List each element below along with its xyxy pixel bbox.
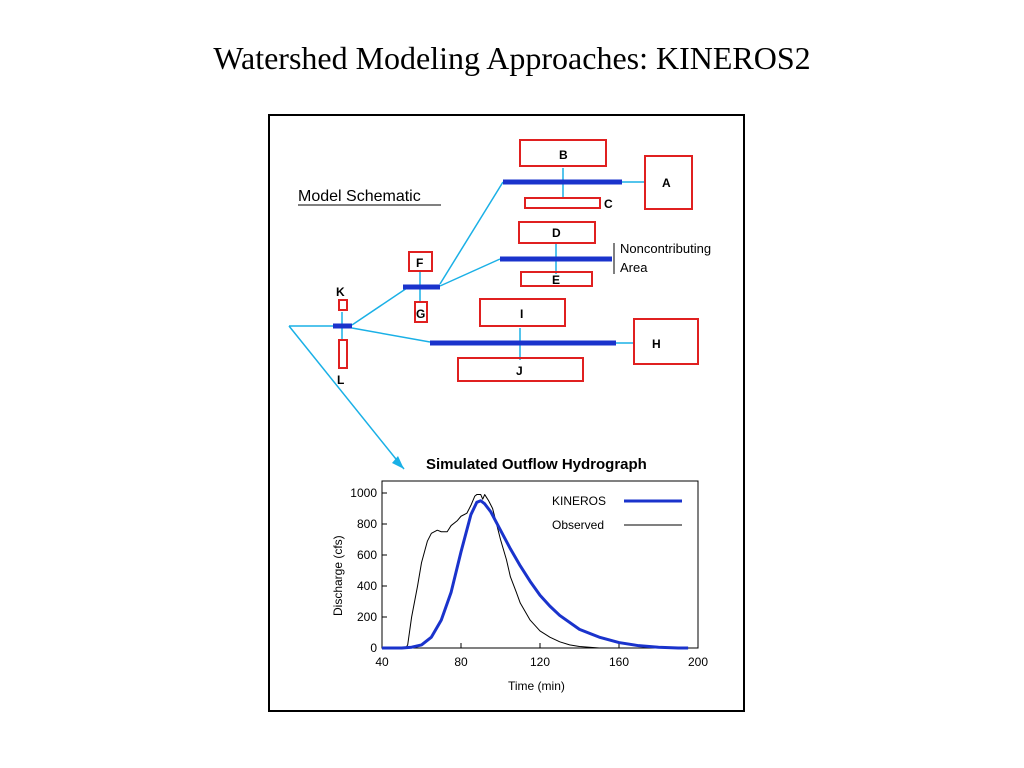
legend-label-observed: Observed xyxy=(552,518,604,532)
series-line-observed xyxy=(382,494,698,649)
plane-label-D: D xyxy=(552,226,561,240)
y-tick-label-0: 0 xyxy=(370,641,377,655)
plane-F xyxy=(408,251,433,272)
x-tick-label-2: 120 xyxy=(530,655,550,669)
figure-frame: Model Schematic xyxy=(268,114,745,712)
x-tick-label-0: 40 xyxy=(375,655,389,669)
plane-D xyxy=(518,221,596,244)
x-tick-label-3: 160 xyxy=(609,655,629,669)
plane-label-C: C xyxy=(604,197,613,211)
plane-J xyxy=(457,357,584,382)
hydrograph-chart: Simulated Outflow Hydrograph 40 80 120 160 2… xyxy=(331,456,708,693)
arrowhead-to-hydrograph xyxy=(392,456,404,469)
noncontributing-label-line2: Area xyxy=(620,260,648,275)
y-tick-label-4: 800 xyxy=(357,517,377,531)
plane-label-G: G xyxy=(416,307,425,321)
plane-label-K: K xyxy=(336,285,345,299)
y-tick-label-2: 400 xyxy=(357,579,377,593)
plane-label-F: F xyxy=(416,256,423,270)
plot-area xyxy=(381,480,699,649)
plane-G xyxy=(414,301,428,323)
chart-title: Simulated Outflow Hydrograph xyxy=(426,456,647,473)
channels xyxy=(333,179,622,346)
plane-label-B: B xyxy=(559,148,568,162)
plane-B xyxy=(519,139,607,167)
connector-K-to-H xyxy=(351,327,431,343)
plane-label-A: A xyxy=(662,176,671,190)
connector-F-to-B xyxy=(439,181,504,285)
connector-K-to-F xyxy=(351,285,411,326)
y-tick-label-5: 1000 xyxy=(350,486,377,500)
planes xyxy=(338,139,699,382)
x-axis-label: Time (min) xyxy=(508,679,565,693)
plane-C xyxy=(524,197,601,209)
plane-label-E: E xyxy=(552,273,560,287)
plane-K xyxy=(338,299,348,311)
slide-title: Watershed Modeling Approaches: KINEROS2 xyxy=(213,40,811,76)
connector-F-to-D xyxy=(439,258,501,287)
plane-L xyxy=(338,339,348,369)
plane-I xyxy=(479,298,566,327)
x-tick-label-1: 80 xyxy=(454,655,468,669)
plane-A xyxy=(644,155,693,210)
schematic-heading: Model Schematic xyxy=(298,188,421,205)
plane-H xyxy=(633,318,699,365)
y-tick-label-1: 200 xyxy=(357,610,377,624)
plane-label-I: I xyxy=(520,307,523,321)
plane-label-L: L xyxy=(337,373,344,387)
plane-label-H: H xyxy=(652,337,661,351)
plane-label-J: J xyxy=(516,364,523,378)
x-tick-label-4: 200 xyxy=(688,655,708,669)
plane-E xyxy=(520,271,593,287)
noncontributing-label-line1: Noncontributing xyxy=(620,241,711,256)
figure-svg: Model Schematic xyxy=(288,139,711,693)
connector-lines xyxy=(288,168,645,470)
legend-label-kineros: KINEROS xyxy=(552,494,606,508)
y-tick-label-3: 600 xyxy=(357,548,377,562)
y-axis-label: Discharge (cfs) xyxy=(331,535,345,616)
series-line-kineros xyxy=(382,499,689,650)
connector-to-hydrograph xyxy=(288,325,405,470)
